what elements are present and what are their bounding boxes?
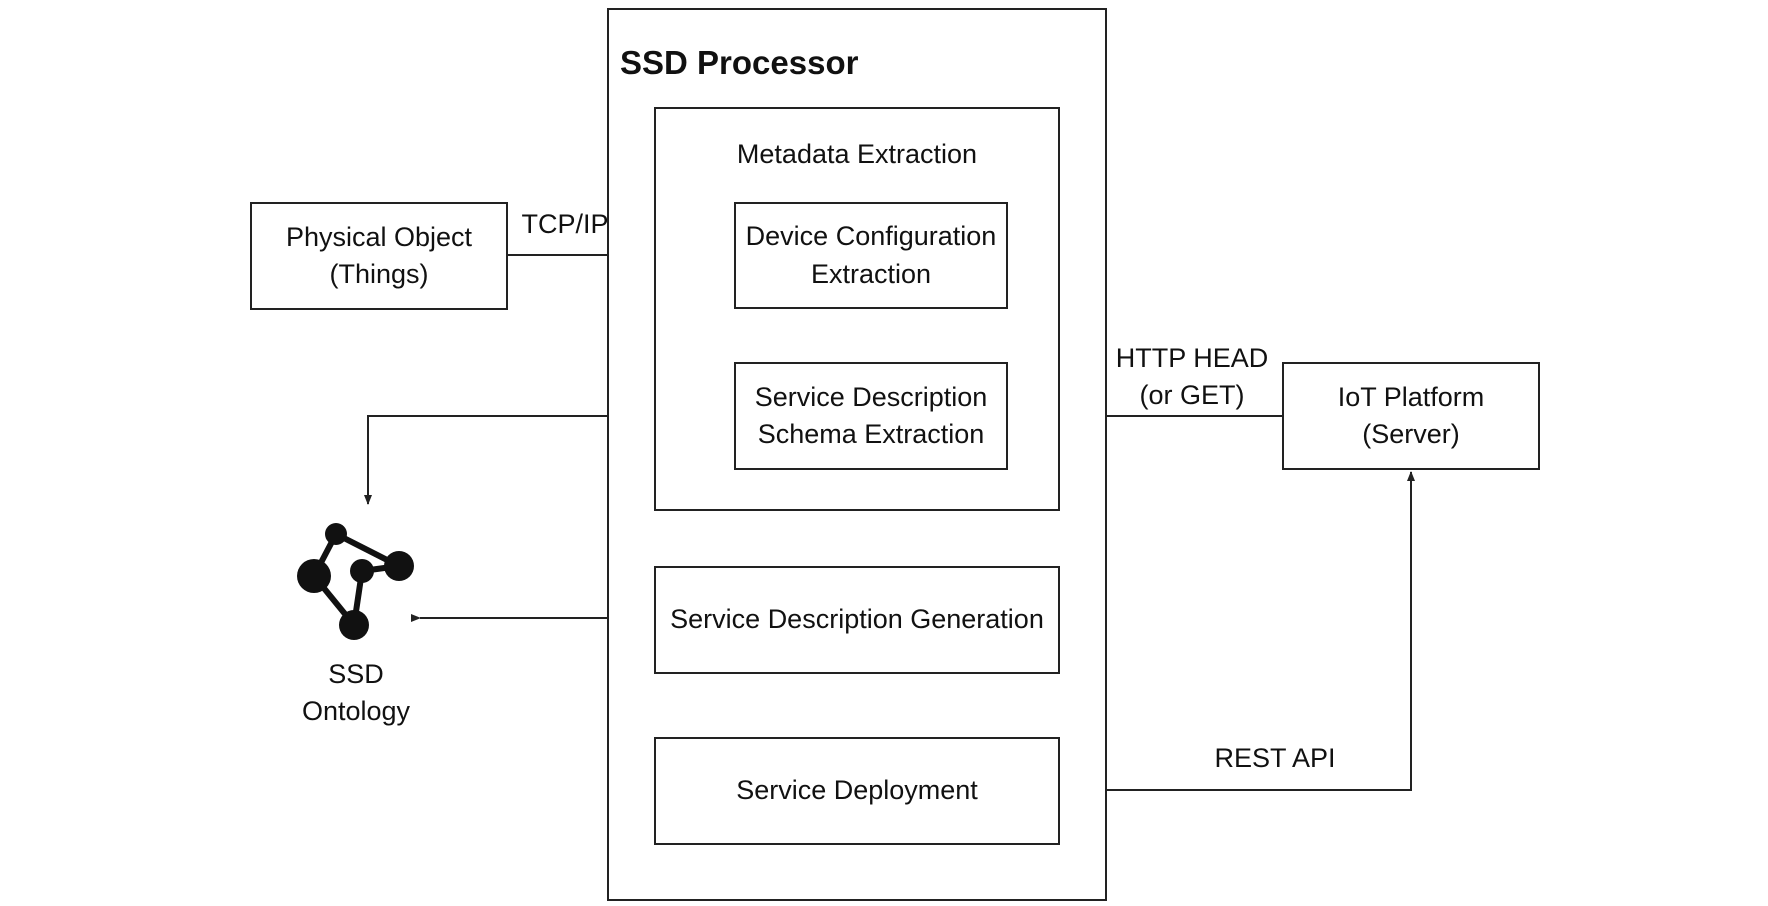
- iot-platform-box: IoT Platform (Server): [1282, 362, 1540, 470]
- tcp-ip-label: TCP/IP: [521, 209, 609, 239]
- device-config-extraction-box: Device Configuration Extraction: [734, 202, 1008, 309]
- ssd-ontology-label: SSD Ontology: [301, 659, 411, 727]
- physical-object-box: Physical Object (Things): [250, 202, 508, 310]
- rest-api-label: REST API: [1214, 743, 1336, 773]
- http-head-label: HTTP HEAD (or GET): [1115, 343, 1269, 411]
- service-deployment-box: Service Deployment: [654, 737, 1060, 845]
- ssd-processor-title: SSD Processor: [620, 44, 859, 81]
- iot-platform-label: IoT Platform (Server): [1337, 381, 1485, 449]
- schema-extraction-box: Service Description Schema Extraction: [734, 362, 1008, 470]
- schema-extraction-label: Service Description Schema Extraction: [754, 381, 988, 449]
- physical-object-label: Physical Object (Things): [285, 221, 473, 289]
- ontology-graph-icon: [297, 523, 414, 640]
- service-deployment-label: Service Deployment: [736, 775, 978, 806]
- arrow-deployment-to-iot: [1060, 471, 1415, 791]
- device-config-extraction-label: Device Configuration Extraction: [745, 221, 997, 289]
- metadata-extraction-title: Metadata Extraction: [736, 139, 978, 169]
- service-description-generation-label: Service Description Generation: [670, 604, 1044, 635]
- service-description-generation-box: Service Description Generation: [654, 566, 1060, 674]
